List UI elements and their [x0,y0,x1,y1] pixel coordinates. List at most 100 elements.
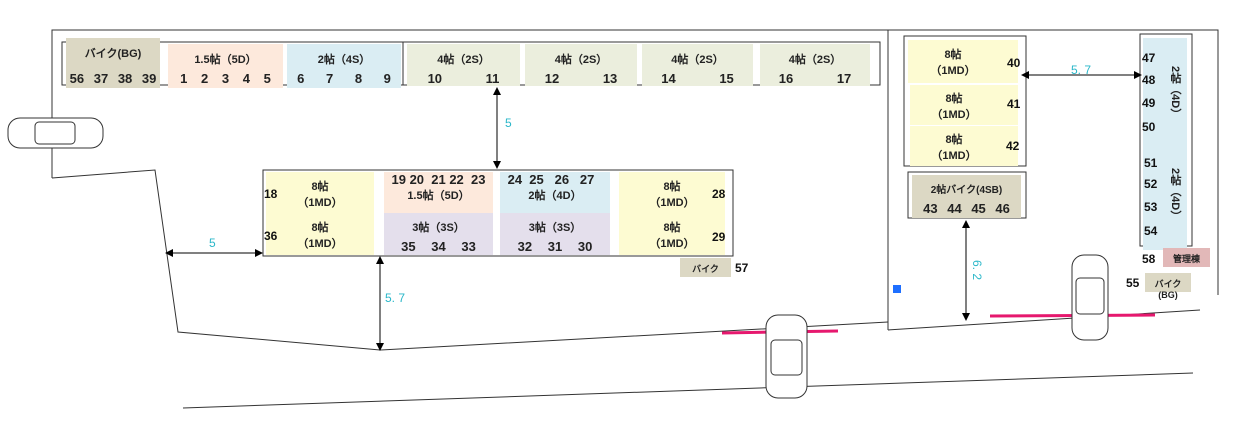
dimension-label: 5. 7 [1071,63,1092,77]
area-label: 2帖（4D） [1169,168,1181,222]
area-label: 1.5帖（5D） [407,190,470,202]
area-label: 2帖（4D） [528,190,582,202]
area-sublabel: （1MD） [297,238,343,250]
storage-3-3s: 3帖（3S）32 31 30 [500,213,610,255]
space-number: 9 [383,71,391,86]
road-edge [182,372,1194,409]
space-number: 37 [93,71,109,86]
space-number: 45 [971,201,986,216]
space-number: 39 [141,71,157,86]
space-number: 51 [1144,156,1158,170]
bike-bg-area: バイク(BG) [1145,273,1191,300]
storage-4-2s: 4帖（2S） 16 17 [760,44,870,86]
dimension-label: 5 [209,236,216,250]
space-number: 49 [1142,96,1156,110]
space-number: 5 [263,71,271,86]
space-number: 48 [1142,73,1156,87]
area-label: 8帖 [311,222,329,234]
site-boundary [51,29,1219,295]
area-label: 8帖 [945,134,963,146]
storage-1-5-5d: 19 20 21 22 23 1.5帖（5D） [384,172,493,213]
storage-1-5-5d: 1.5帖（5D） 1 2 3 4 5 [168,44,283,88]
space-number: 17 [836,71,852,86]
storage-8-1md: 8帖（1MD） [619,213,725,255]
space-number: 16 [778,71,794,86]
space-number: 12 [544,71,560,86]
space-number: 41 [1007,97,1021,111]
space-number: 7 [325,71,334,86]
area-label: 4帖（2S） [437,54,490,66]
space-number: 32 [517,239,533,254]
storage-8-1md: 8帖 （1MD） [266,172,374,213]
area-label: 2帖（4D） [1169,66,1181,120]
dimension-label: 5. 7 [385,291,406,305]
storage-8-1md: 8帖（1MD） [619,172,725,213]
management-building: 管理棟 [1163,248,1210,267]
space-number: 15 [719,71,734,86]
area-label: 2帖バイク(4SB) [930,185,1003,196]
space-number: 33 [461,239,476,254]
space-number: 14 [661,71,676,86]
space-number: 57 [735,261,749,275]
space-number: 4 [242,71,250,86]
area-sublabel: （1MD） [930,65,976,77]
bike-area: バイク [680,258,731,277]
space-number: 42 [1006,139,1020,153]
storage-8-1md: 8帖 （1MD） [908,40,1018,83]
space-number: 36 [264,229,278,243]
area-sublabel: （1MD） [297,197,343,209]
area-label: 8帖 [663,222,681,234]
space-number: 1 [180,71,188,86]
space-number: 30 [577,239,593,254]
storage-8-1md: 8帖 （1MD） [266,213,374,255]
area-label: 4帖（2S） [554,54,608,66]
storage-2-4s: 2帖（4S） 6 7 8 9 [287,44,401,88]
space-number: 8 [354,71,363,86]
area-sublabel: （1MD） [931,109,977,121]
space-number: 47 [1142,51,1156,65]
space-number: 55 [1126,276,1140,290]
storage-8-1md: 8帖 （1MD） [910,85,1018,125]
space-number: 34 [431,239,446,254]
area-sublabel: （1MD） [931,150,977,162]
storage-2-4d: 24 25 26 27 2帖（4D） [500,172,610,213]
space-number: 6 [297,71,305,86]
space-number: 52 [1144,177,1158,191]
area-label: 8帖 [311,181,329,193]
area-label: バイク(BG) [84,48,142,60]
space-number: 10 [427,71,443,86]
storage-4-2s: 4帖（2S）12 13 [525,44,637,86]
area-label: 8帖 [663,181,681,193]
space-number: 46 [995,201,1010,216]
space-numbers: 19 20 21 22 23 [391,172,486,187]
dimension-label: 5 [505,116,512,130]
storage-4-2s: 4帖（2S） 14 15 [642,44,753,86]
storage-2-4d-column: 2帖（4D） 2帖（4D） [1143,38,1187,250]
space-number: 11 [485,71,500,86]
space-number: 56 [69,71,85,86]
area-label: 8帖 [945,93,963,105]
area-label: 3帖（3S） [412,222,465,234]
car-icon [7,117,1109,399]
space-number: 38 [117,71,133,86]
space-number: 28 [712,187,726,201]
space-number: 3 [221,71,230,86]
space-number: 35 [401,239,416,254]
storage-4-2s: 4帖（2S） 10 11 [407,44,520,86]
area-label: 4帖（2S） [788,54,842,66]
space-number: 40 [1007,56,1021,70]
space-number: 43 [923,201,938,216]
bike-4sb-area: 2帖バイク(4SB) 43 44 45 46 [912,175,1021,218]
space-numbers: 24 25 26 27 [507,172,595,187]
space-number: 54 [1144,224,1158,238]
space-number: 31 [547,239,563,254]
storage-3-3s: 3帖（3S） 35 34 33 [384,213,493,255]
storage-8-1md: 8帖 （1MD） [910,126,1018,166]
area-label: 4帖（2S） [671,54,724,66]
space-number: 50 [1142,120,1156,134]
space-number: 53 [1144,200,1158,214]
area-label: 8帖 [944,49,962,61]
area-label: 2帖（4S） [317,54,371,66]
space-number: 44 [947,201,962,216]
